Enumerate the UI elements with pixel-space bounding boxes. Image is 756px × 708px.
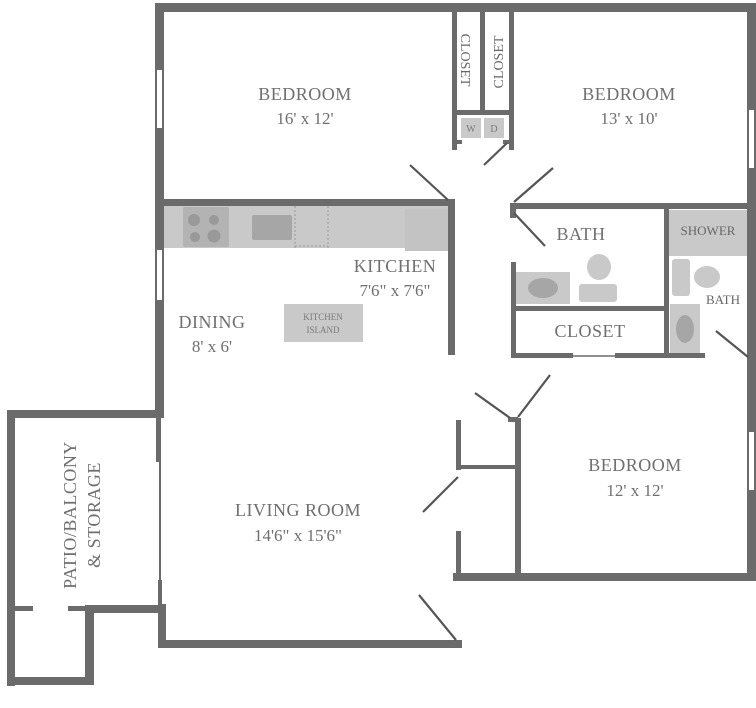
washer-icon bbox=[461, 118, 481, 138]
bedroom-2-name: BEDROOM bbox=[582, 84, 676, 104]
toilet-icon-2 bbox=[694, 266, 720, 288]
door-swing bbox=[513, 167, 554, 203]
fixtures bbox=[164, 118, 747, 356]
kitchen-size: 7'6" x 7'6" bbox=[359, 281, 430, 300]
dryer-icon bbox=[484, 118, 504, 138]
kitchen-island bbox=[284, 304, 363, 342]
bedroom-2-size: 13' x 10' bbox=[600, 109, 657, 128]
door-swing bbox=[418, 594, 457, 641]
kitchen-island-line2: ISLAND bbox=[307, 325, 340, 335]
stove-icon bbox=[183, 207, 229, 247]
bedroom-1-size: 16' x 12' bbox=[276, 109, 333, 128]
sink-icon bbox=[252, 215, 292, 240]
dining-size: 8' x 6' bbox=[192, 337, 232, 356]
patio-line2: & STORAGE bbox=[84, 462, 104, 568]
window bbox=[157, 250, 162, 300]
door-swing bbox=[422, 476, 459, 513]
toilet-tank-icon bbox=[579, 284, 617, 302]
sink-basin-icon-2 bbox=[676, 315, 694, 343]
bedroom-3-name: BEDROOM bbox=[588, 455, 682, 475]
closet-right-label: CLOSET bbox=[492, 35, 507, 88]
window bbox=[749, 432, 754, 490]
bath-main-label: BATH bbox=[556, 224, 605, 244]
living-room-size: 14'6" x 15'6" bbox=[254, 526, 342, 545]
door-swing bbox=[715, 330, 749, 358]
burner-icon bbox=[188, 214, 200, 226]
bedroom-3-size: 12' x 12' bbox=[606, 481, 663, 500]
burner-icon bbox=[190, 232, 200, 242]
burner-icon bbox=[209, 215, 219, 225]
door-swing bbox=[409, 164, 449, 201]
sink-basin-icon bbox=[528, 278, 558, 298]
windows bbox=[157, 70, 754, 490]
doors bbox=[409, 142, 749, 641]
door-swing bbox=[513, 212, 546, 247]
refrigerator-icon bbox=[405, 209, 448, 251]
labels: BEDROOM 16' x 12' BEDROOM 13' x 10' CLOS… bbox=[60, 34, 740, 589]
closet-hall-label: CLOSET bbox=[554, 321, 625, 341]
bedroom-1-name: BEDROOM bbox=[258, 84, 352, 104]
shower-stall bbox=[669, 210, 747, 256]
door-swing bbox=[483, 142, 508, 166]
patio-line1: PATIO/BALCONY bbox=[60, 441, 80, 589]
bath-ensuite-label: BATH bbox=[706, 292, 740, 307]
burner-icon bbox=[207, 229, 221, 243]
door-swing bbox=[474, 392, 511, 419]
toilet-icon bbox=[587, 254, 611, 280]
window bbox=[157, 70, 162, 128]
dining-name: DINING bbox=[179, 312, 246, 332]
toilet-tank-icon-2 bbox=[672, 259, 690, 296]
closet-left-label: CLOSET bbox=[457, 34, 472, 87]
dryer-label: D bbox=[490, 124, 497, 135]
walls bbox=[7, 3, 756, 686]
door-swing bbox=[517, 374, 551, 418]
kitchen-island-line1: KITCHEN bbox=[303, 312, 343, 322]
kitchen-name: KITCHEN bbox=[354, 256, 437, 276]
living-room-name: LIVING ROOM bbox=[235, 500, 361, 520]
washer-label: W bbox=[466, 124, 476, 135]
shower-label: SHOWER bbox=[681, 223, 736, 238]
window bbox=[749, 110, 754, 168]
